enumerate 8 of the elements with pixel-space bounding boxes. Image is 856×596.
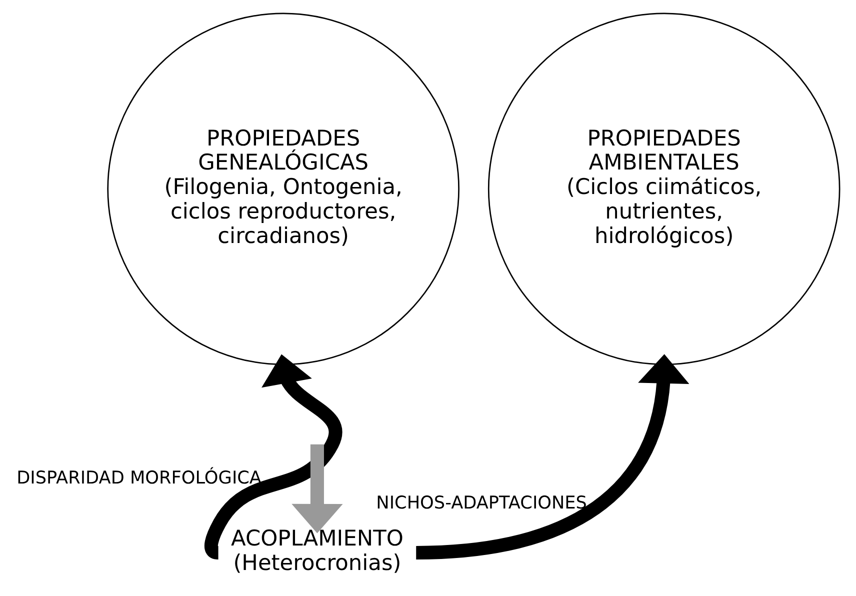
node-text: ACOPLAMIENTO (Heterocronias) [231, 526, 404, 576]
arrow [204, 354, 342, 560]
node-circle: PROPIEDADES GENEALÓGICAS (Filogenia, Ontogenia, ciclos reproductores, circadianos) [107, 12, 460, 366]
edge-label: NICHOS-ADAPTACIONES [376, 493, 587, 514]
arrow [292, 444, 343, 534]
edge-label: DISPARIDAD MORFOLÓGICA [16, 468, 262, 489]
node-circle: PROPIEDADES AMBIENTALES (Ciclos ciimáticos, nutrientes, hidrológicos) [488, 12, 840, 366]
arrow [416, 354, 690, 560]
